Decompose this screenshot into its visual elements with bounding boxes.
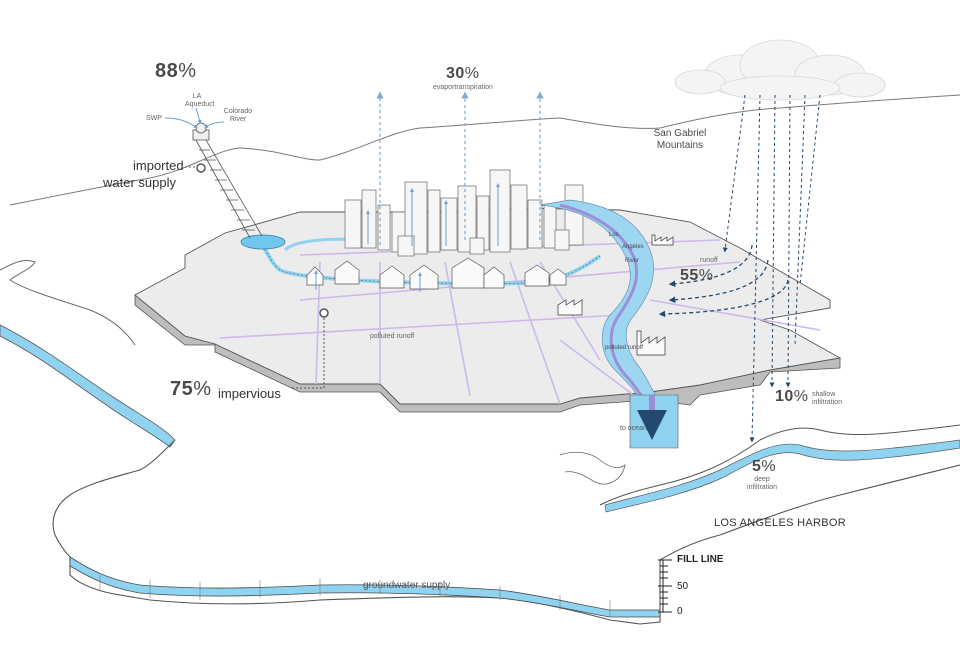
mountains-label: San Gabriel Mountains — [653, 128, 707, 151]
river-label-river: River — [625, 258, 640, 264]
groundwater-band — [69, 556, 661, 618]
harbor-coast — [599, 424, 960, 506]
houses — [306, 257, 567, 290]
evaporation-arrows — [376, 91, 544, 245]
runoff-percent: 55% — [680, 267, 714, 284]
evaporation-percent: 30% — [446, 65, 480, 82]
basin-outline — [52, 439, 960, 625]
runoff-arrows — [658, 244, 789, 318]
to-ocean-label: to ocean — [620, 425, 647, 432]
polluted-runoff-river-label: polluted runoff — [605, 345, 643, 351]
building-up-arrows — [314, 183, 500, 292]
impervious-label: impervious — [218, 386, 281, 401]
fill-gauge — [658, 559, 672, 613]
river-label-los: Los — [609, 232, 619, 238]
gauge-fill-label: FILL LINE — [677, 554, 724, 565]
river-label-angeles: Angeles — [622, 244, 644, 250]
imported-pointer-circle — [196, 163, 206, 173]
impervious-pointer-circle — [319, 308, 329, 318]
left-coast-water — [0, 324, 176, 448]
harbor-label: LOS ANGELES HARBOR — [714, 517, 846, 529]
runoff-label: runoff — [700, 257, 718, 264]
gauge-mid-label: 50 — [677, 581, 689, 592]
polluted-runoff-label: polluted runoff — [370, 333, 415, 340]
factories — [557, 234, 674, 356]
harbor-water — [604, 439, 960, 513]
impervious-leader — [290, 318, 325, 389]
cliff-lines — [99, 575, 611, 616]
source-la-aqueduct: LA Aqueduct — [185, 93, 215, 108]
imported-percent: 88% — [155, 60, 197, 82]
imported-label-line2: water supply — [103, 175, 176, 190]
source-colorado-river: Colorado River — [223, 108, 253, 123]
estuary-inlet — [559, 451, 626, 485]
evaporation-label: evaportranspiration — [433, 84, 493, 91]
left-coast-upper — [0, 259, 136, 346]
rain-lines — [722, 94, 821, 443]
impervious-percent: 75% — [170, 378, 212, 400]
reservoir — [240, 234, 286, 250]
pipeline-tower — [192, 122, 263, 239]
imported-label-line1: imported — [133, 158, 184, 173]
shallow-percent: 10% — [775, 388, 809, 405]
mountain-ridge — [9, 94, 960, 206]
source-swp: SWP — [146, 115, 162, 122]
groundwater-label: groundwater supply — [363, 580, 451, 591]
deep-label: deep infiltration — [747, 476, 777, 491]
source-arrows — [164, 107, 225, 129]
river-center — [559, 203, 654, 421]
deep-percent: 5% — [752, 458, 777, 475]
cloud — [674, 39, 886, 101]
shallow-label: shallow infiltration — [812, 391, 842, 406]
skyline — [344, 169, 584, 257]
gauge-zero-label: 0 — [677, 606, 683, 617]
